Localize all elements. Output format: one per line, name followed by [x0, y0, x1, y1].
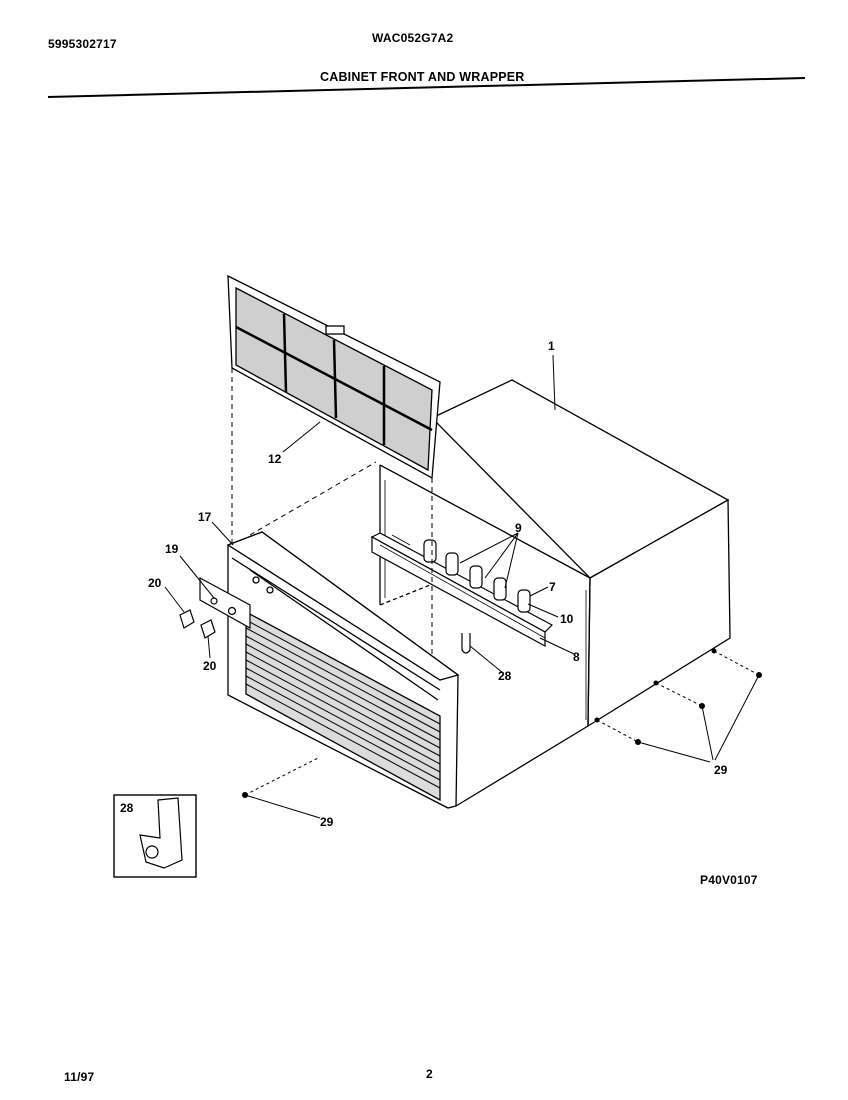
callout-10: 10 [560, 612, 574, 626]
callout-28: 28 [498, 669, 512, 683]
page-number: 2 [426, 1067, 433, 1081]
callout-9: 9 [515, 521, 522, 535]
screw-leader-lines [244, 650, 760, 819]
callout-29-bottom: 29 [320, 815, 334, 829]
air-filter [227, 274, 441, 480]
callout-20-upper: 20 [148, 576, 162, 590]
callout-20-lower: 20 [203, 659, 217, 673]
header-rule [47, 77, 806, 98]
drain-clip [461, 633, 471, 654]
cabinet-wrapper [379, 379, 731, 807]
callout-8: 8 [573, 650, 580, 664]
control-knobs [179, 609, 216, 639]
print-date: 11/97 [64, 1070, 95, 1084]
callout-17: 17 [198, 510, 212, 524]
section-title: CABINET FRONT AND WRAPPER [320, 70, 525, 84]
callout-29-right: 29 [714, 763, 728, 777]
front-grille-panel [226, 531, 460, 809]
drain-rail [370, 532, 553, 648]
document-number: 5995302717 [48, 37, 117, 51]
callout-leaders [164, 354, 575, 674]
callout-1: 1 [548, 339, 555, 353]
alignment-lines [231, 368, 433, 680]
callout-28-inset: 28 [120, 801, 134, 815]
figure-code: P40V0107 [700, 873, 758, 887]
callout-19: 19 [165, 542, 179, 556]
inset-detail-box [113, 794, 197, 878]
control-panel [199, 576, 251, 630]
callout-12: 12 [268, 452, 282, 466]
model-number: WAC052G7A2 [372, 31, 454, 45]
callout-7: 7 [549, 580, 556, 594]
retainer-clips [423, 539, 531, 613]
